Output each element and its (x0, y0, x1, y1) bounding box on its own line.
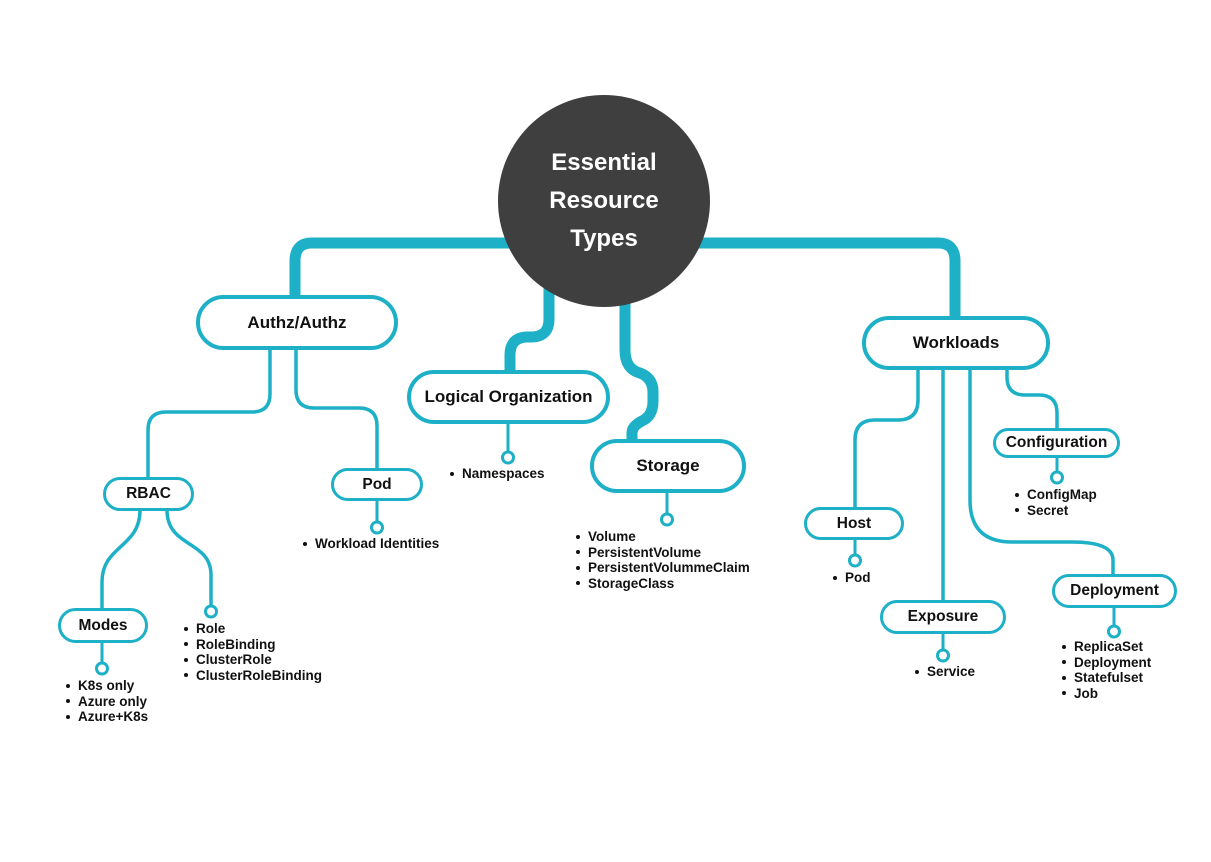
list-item: Namespaces (450, 466, 545, 482)
node-storage: Storage (590, 439, 746, 493)
list-item: K8s only (66, 678, 148, 694)
bullet-icon (576, 550, 580, 555)
list-item: PersistentVolummeClaim (576, 560, 750, 576)
bullet-icon (303, 541, 307, 546)
list-storage: Volume PersistentVolume PersistentVolumm… (576, 529, 750, 591)
bullet-icon (1062, 660, 1066, 665)
list-rbac-roles: Role RoleBinding ClusterRole ClusterRole… (184, 621, 322, 683)
connector-rbac-modes (100, 509, 142, 610)
bullet-icon (833, 575, 837, 580)
list-configuration: ConfigMap Secret (1015, 487, 1097, 518)
terminator-circle (370, 520, 384, 535)
node-configuration: Configuration (993, 428, 1120, 458)
bullet-icon (1062, 691, 1066, 696)
bullet-icon (184, 626, 188, 631)
list-item: ConfigMap (1015, 487, 1097, 503)
list-item: Pod (833, 570, 871, 586)
node-label: Pod (362, 475, 392, 493)
node-label: Host (836, 514, 872, 532)
bullet-icon (184, 642, 188, 647)
list-item: Service (915, 664, 975, 680)
bullet-icon (915, 669, 919, 674)
bullet-icon (576, 581, 580, 586)
node-rbac: RBAC (103, 477, 194, 511)
bullet-icon (1015, 492, 1019, 497)
list-item: Job (1062, 686, 1151, 702)
bullet-icon (1062, 675, 1066, 680)
list-deployment: ReplicaSet Deployment Statefulset Job (1062, 639, 1151, 701)
bullet-icon (184, 657, 188, 662)
connector-workloads-host (853, 368, 920, 508)
connector-center-authz (289, 237, 540, 297)
terminator-circle (936, 648, 950, 663)
node-label: Modes (78, 616, 128, 634)
node-host: Host (804, 507, 904, 540)
node-label: Logical Organization (424, 387, 593, 406)
list-item: Deployment (1062, 655, 1151, 671)
bullet-icon (450, 471, 454, 476)
node-label: Authz/Authz (247, 312, 347, 332)
node-label: RBAC (126, 485, 171, 502)
terminator-circle (501, 450, 515, 465)
bullet-icon (1062, 644, 1066, 649)
list-item: StorageClass (576, 576, 750, 592)
terminator-circle (204, 604, 218, 619)
terminator-circle (1050, 470, 1064, 485)
connector-authz-rbac (146, 349, 272, 478)
bullet-icon (66, 714, 70, 719)
node-label: Deployment (1070, 582, 1159, 599)
node-workloads: Workloads (862, 316, 1050, 370)
list-item: ClusterRoleBinding (184, 668, 322, 684)
list-item: Azure only (66, 694, 148, 710)
list-namespaces: Namespaces (450, 466, 545, 482)
connector-workloads-configuration (1005, 368, 1059, 429)
list-item: ClusterRole (184, 652, 322, 668)
bullet-icon (576, 534, 580, 539)
bullet-icon (576, 565, 580, 570)
terminator-circle (95, 661, 109, 676)
connector-workloads-deployment (968, 368, 1115, 575)
node-modes: Modes (58, 608, 148, 643)
list-item: Workload Identities (303, 536, 439, 552)
root-node-essential-resource-types: Essential Resource Types (498, 95, 710, 307)
list-item: Azure+K8s (66, 709, 148, 725)
node-label: Exposure (907, 608, 979, 625)
list-item: ReplicaSet (1062, 639, 1151, 655)
list-item: Statefulset (1062, 670, 1151, 686)
list-host-pod: Pod (833, 570, 871, 586)
list-item: PersistentVolume (576, 545, 750, 561)
node-pod: Pod (331, 468, 423, 501)
root-title-line: Resource (549, 187, 659, 214)
root-title-line: Types (570, 225, 638, 252)
terminator-circle (1107, 624, 1121, 639)
connector-center-workloads (668, 237, 961, 318)
list-item: RoleBinding (184, 637, 322, 653)
connector-center-storage (619, 292, 659, 441)
list-exposure-service: Service (915, 664, 975, 680)
node-deployment: Deployment (1052, 574, 1177, 608)
bullet-icon (1015, 508, 1019, 513)
list-modes: K8s only Azure only Azure+K8s (66, 678, 148, 725)
root-title-line: Essential (551, 149, 657, 176)
bullet-icon (184, 673, 188, 678)
node-label: Configuration (1005, 434, 1108, 451)
connector-center-logical-organization (504, 285, 555, 372)
connector-authz-pod (294, 349, 379, 469)
node-label: Workloads (912, 333, 1000, 352)
node-authz-authz: Authz/Authz (196, 295, 398, 350)
list-item: Secret (1015, 503, 1097, 519)
bullet-icon (66, 699, 70, 704)
terminator-circle (660, 512, 674, 527)
list-item: Role (184, 621, 322, 637)
list-item: Volume (576, 529, 750, 545)
bullet-icon (66, 683, 70, 688)
terminator-circle (848, 553, 862, 568)
node-label: Storage (636, 456, 700, 475)
node-exposure: Exposure (880, 600, 1006, 634)
connector-rbac-roles (165, 509, 213, 606)
list-workload-identities: Workload Identities (303, 536, 439, 552)
node-logical-organization: Logical Organization (407, 370, 610, 424)
